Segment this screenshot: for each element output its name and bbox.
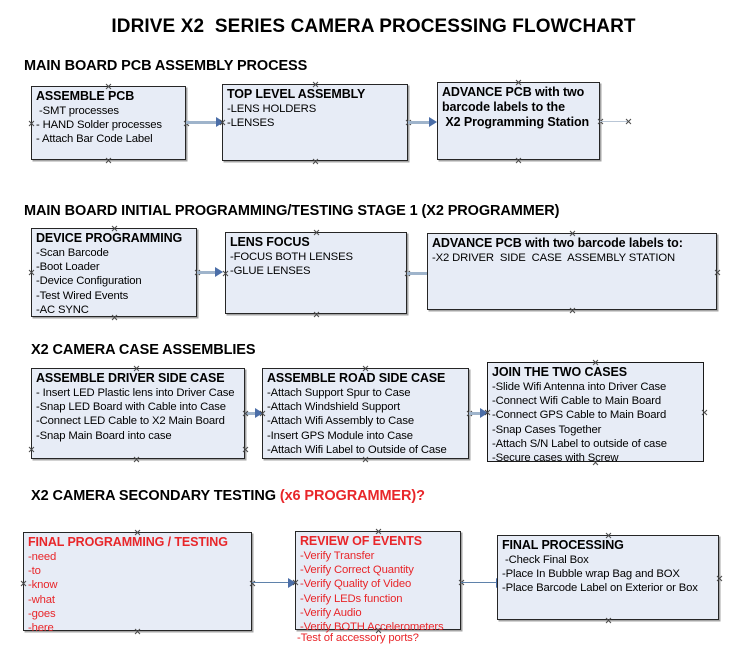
box-title: ADVANCE PCB with two <box>442 85 585 99</box>
process-box-assemble-driver-side-case[interactable]: ASSEMBLE DRIVER SIDE CASE - Insert LED P… <box>31 368 245 459</box>
connector-arrow <box>461 582 501 583</box>
box-line: - Attach Bar Code Label <box>36 133 153 146</box>
box-line: -FOCUS BOTH LENSES <box>230 251 353 263</box>
box-title: FINAL PROGRAMMING / TESTING <box>28 535 228 549</box>
box-line: -to <box>28 565 41 578</box>
box-title: ADVANCE PCB with two barcode labels to: <box>432 236 683 250</box>
arrowhead-icon <box>288 578 296 588</box>
box-line: -Connect Wifi Cable to Main Board <box>492 395 661 408</box>
box-line: -what <box>28 593 55 606</box>
process-box-lens-focus[interactable]: LENS FOCUS -FOCUS BOTH LENSES -GLUE LENS… <box>225 232 407 314</box>
box-line: -Connect LED Cable to X2 Main Board <box>36 415 225 428</box>
box-title: JOIN THE TWO CASES <box>492 365 628 379</box>
box-line: -Snap Main Board into case <box>36 429 172 442</box>
process-box-join-the-two-cases[interactable]: JOIN THE TWO CASES -Slide Wifi Antenna i… <box>487 362 704 465</box>
section-heading-4-suffix: (x6 PROGRAMMER)? <box>279 488 425 504</box>
box-line: -GLUE LENSES <box>230 265 311 278</box>
box-line: -Verify Correct Quantity <box>300 564 414 577</box>
box-overflow-line: -Test of accessory ports? <box>297 632 419 644</box>
arrowhead-icon <box>429 117 437 127</box>
box-line: -need <box>28 551 57 563</box>
box-line: -Insert GPS Module into Case <box>267 429 413 442</box>
box-title: DEVICE PROGRAMMING <box>36 231 183 245</box>
box-title-line3: X2 Programming Station <box>442 115 590 129</box>
box-line: -X2 DRIVER SIDE CASE ASSEMBLY STATION <box>432 252 676 264</box>
box-line: - HAND Solder processes <box>36 119 162 132</box>
box-line: -Test Wired Events <box>36 289 129 302</box>
box-line: -Check Final Box <box>502 554 589 566</box>
connector-arrow <box>408 121 432 124</box>
box-line: -Verify BOTH Accelerometers <box>300 621 444 634</box>
connector-arrow <box>186 121 219 124</box>
process-box-device-programming[interactable]: DEVICE PROGRAMMING -Scan Barcode -Boot L… <box>31 228 197 317</box>
box-title: ASSEMBLE DRIVER SIDE CASE <box>36 371 225 385</box>
box-line: -Attach Wifi Assembly to Case <box>267 415 414 428</box>
box-line: -Snap LED Board with Cable into Case <box>36 401 226 414</box>
box-line: -Attach Wifi Label to Outside of Case <box>267 443 447 456</box>
connector-arrow <box>197 271 218 274</box>
box-line: -Attach S/N Label to outside of case <box>492 437 667 450</box>
section-heading-4: X2 CAMERA SECONDARY TESTING (x6 PROGRAMM… <box>31 488 425 504</box>
box-line: -goes <box>28 607 56 620</box>
box-line: -Attach Windshield Support <box>267 401 400 414</box>
connector-arrow <box>407 272 430 275</box>
process-box-advance-pcb-2[interactable]: ADVANCE PCB with two barcode labels to: … <box>427 233 717 310</box>
box-title: ASSEMBLE ROAD SIDE CASE <box>267 371 446 385</box>
box-line: -SMT processes <box>36 105 119 117</box>
box-line: -AC SYNC <box>36 303 89 316</box>
box-line: -Boot Loader <box>36 261 100 274</box>
page-title: IDRIVE X2 SERIES CAMERA PROCESSING FLOWC… <box>111 16 636 37</box>
process-box-final-programming-testing[interactable]: FINAL PROGRAMMING / TESTING -need -to -k… <box>23 532 252 634</box>
box-line: -Verify Transfer <box>300 550 375 562</box>
box-line: -Snap Cases Together <box>492 423 602 436</box>
process-box-review-of-events[interactable]: REVIEW OF EVENTS -Verify Transfer -Verif… <box>295 531 461 633</box>
box-line: -Place Barcode Label on Exterior or Box <box>502 582 698 595</box>
process-box-top-level-assembly[interactable]: TOP LEVEL ASSEMBLY -LENS HOLDERS -LENSES <box>222 84 408 161</box>
box-title: ASSEMBLE PCB <box>36 89 135 103</box>
process-box-assemble-road-side-case[interactable]: ASSEMBLE ROAD SIDE CASE -Attach Support … <box>262 368 469 459</box>
section-heading-2: MAIN BOARD INITIAL PROGRAMMING/TESTING S… <box>24 203 560 219</box>
process-box-advance-pcb-1[interactable]: ADVANCE PCB with two barcode labels to t… <box>437 82 600 160</box>
box-line: -Attach Support Spur to Case <box>267 387 411 399</box>
box-line: - Insert LED Plastic lens into Driver Ca… <box>36 387 235 399</box>
arrowhead-icon <box>216 117 224 127</box>
box-line: -here <box>28 622 54 635</box>
arrowhead-icon <box>480 408 488 418</box>
guide-line <box>600 121 628 122</box>
connector-arrow <box>252 582 292 583</box>
box-line: -Place In Bubble wrap Bag and BOX <box>502 568 680 581</box>
section-heading-4-text: X2 CAMERA SECONDARY TESTING <box>31 488 280 504</box>
box-line: -LENSES <box>227 117 275 130</box>
box-line: -Verify Quality of Video <box>300 578 412 591</box>
section-heading-3: X2 CAMERA CASE ASSEMBLIES <box>31 342 256 358</box>
box-line: -Scan Barcode <box>36 247 109 259</box>
box-line: -Verify Audio <box>300 606 362 619</box>
box-line: -Connect GPS Cable to Main Board <box>492 409 667 422</box>
box-line: -know <box>28 579 58 592</box>
box-line: -Device Configuration <box>36 275 142 288</box>
arrowhead-icon <box>255 408 263 418</box>
box-title: FINAL PROCESSING <box>502 538 624 552</box>
arrowhead-icon <box>215 267 223 277</box>
connector-arrow <box>469 412 485 415</box>
box-title-line2: barcode labels to the <box>442 100 565 114</box>
box-line: -Secure cases with Screw <box>492 452 619 465</box>
box-title: LENS FOCUS <box>230 235 310 249</box>
section-heading-1: MAIN BOARD PCB ASSEMBLY PROCESS <box>24 58 308 74</box>
box-line: -LENS HOLDERS <box>227 103 317 115</box>
box-line: -Verify LEDs function <box>300 592 403 605</box>
connector-arrow <box>245 412 260 415</box>
box-title: REVIEW OF EVENTS <box>300 534 423 548</box>
box-line: -Slide Wifi Antenna into Driver Case <box>492 381 667 393</box>
process-box-final-processing[interactable]: FINAL PROCESSING -Check Final Box -Place… <box>497 535 719 620</box>
box-title: TOP LEVEL ASSEMBLY <box>227 87 366 101</box>
process-box-assemble-pcb[interactable]: ASSEMBLE PCB -SMT processes - HAND Solde… <box>31 86 186 160</box>
